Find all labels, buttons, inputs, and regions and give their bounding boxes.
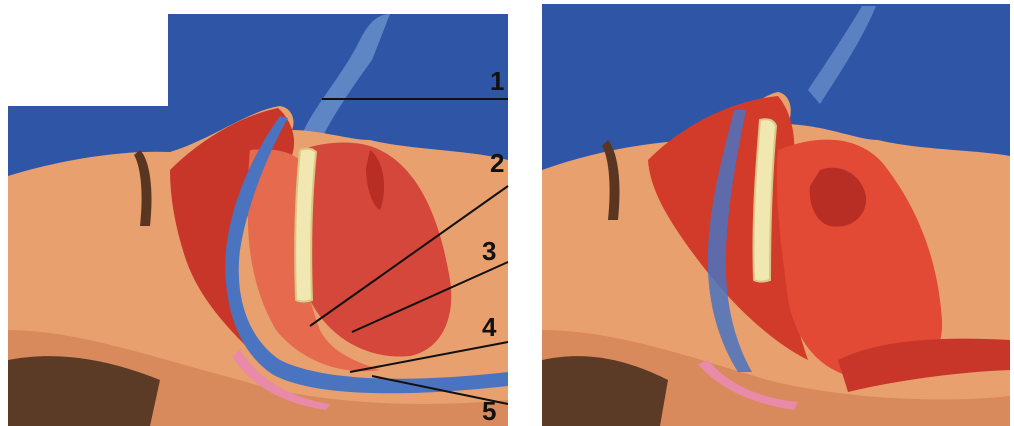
obstructed-airway-illustration: [538, 0, 1014, 426]
callout-label-3: 3: [482, 238, 496, 264]
open-airway-illustration: 1 2 3 4 5: [0, 0, 512, 426]
callout-label-1: 1: [490, 68, 504, 94]
obstructed-airway-drawing: [538, 0, 1014, 426]
callout-label-4: 4: [482, 314, 496, 340]
callout-label-2: 2: [490, 150, 504, 176]
callout-label-5: 5: [482, 398, 496, 424]
open-airway-drawing: [0, 0, 512, 426]
